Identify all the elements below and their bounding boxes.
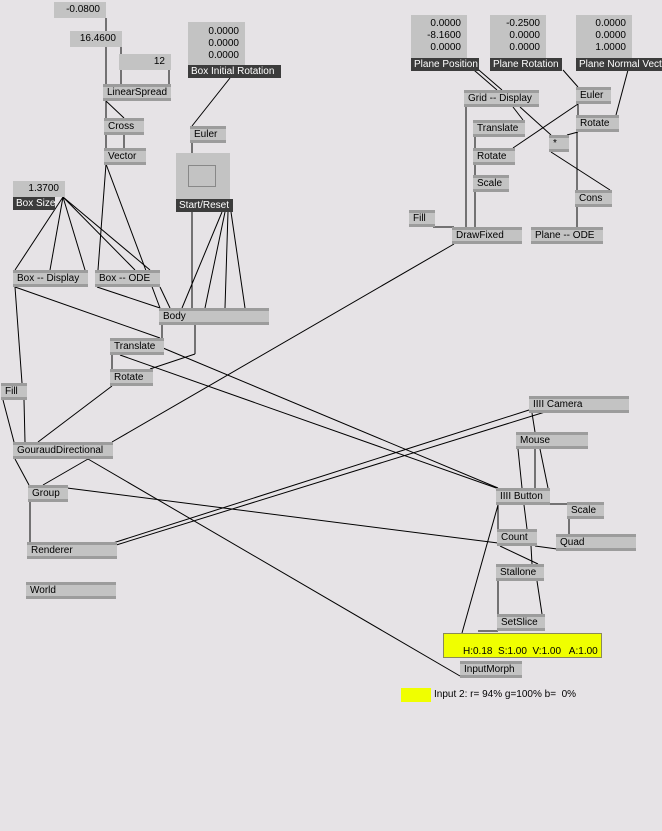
node-inputmorph[interactable]: InputMorph	[460, 661, 522, 678]
offset-iobox[interactable]: -0.0800	[54, 2, 106, 18]
node-quad[interactable]: Quad	[556, 534, 636, 551]
value: 0.0000	[595, 30, 626, 41]
node-euler-2[interactable]: Euler	[576, 87, 611, 104]
value: 0.0000	[595, 18, 626, 29]
node-body[interactable]: Body	[159, 308, 269, 325]
value: 0.0000	[208, 50, 239, 61]
box-rotation-label: Box Initial Rotation	[188, 65, 281, 78]
value: 0.0000	[208, 26, 239, 37]
value: -8.1600	[427, 30, 461, 41]
node-mouse[interactable]: Mouse	[516, 432, 588, 449]
value: 0.0000	[430, 18, 461, 29]
node-box-display[interactable]: Box -- Display	[13, 270, 88, 287]
node-vector[interactable]: Vector	[104, 148, 146, 165]
node-box-ode[interactable]: Box -- ODE	[95, 270, 160, 287]
node-plane-ode[interactable]: Plane -- ODE	[531, 227, 603, 244]
node-translate-2[interactable]: Translate	[473, 120, 525, 137]
node-renderer[interactable]: Renderer	[27, 542, 117, 559]
node-rotate[interactable]: Rotate	[110, 369, 153, 386]
node-world[interactable]: World	[26, 582, 116, 599]
count-iobox-b[interactable]: 12	[119, 54, 171, 70]
count-iobox-a[interactable]: 16.4600	[70, 31, 122, 47]
box-size-label: Box Size	[13, 197, 55, 210]
value: 0.0000	[208, 38, 239, 49]
node-fill-2[interactable]: Fill	[409, 210, 435, 227]
start-reset-button[interactable]	[176, 153, 230, 199]
node-scale[interactable]: Scale	[473, 175, 509, 192]
tooltip-color-swatch	[401, 688, 431, 702]
node-count[interactable]: Count	[497, 529, 537, 546]
button-square-icon	[188, 165, 216, 187]
node-gouraud-directional[interactable]: GouraudDirectional	[13, 442, 113, 459]
node-button[interactable]: IIII Button	[496, 488, 550, 505]
node-scale-2[interactable]: Scale	[567, 502, 604, 519]
node-cross[interactable]: Cross	[104, 118, 144, 135]
plane-rotation-label: Plane Rotation	[490, 58, 562, 71]
node-linearspread[interactable]: LinearSpread	[103, 84, 171, 101]
value: 0.0000	[509, 30, 540, 41]
value: 0.0000	[509, 42, 540, 53]
node-setslice[interactable]: SetSlice	[497, 614, 545, 631]
node-camera[interactable]: IIII Camera	[529, 396, 629, 413]
start-reset-label: Start/Reset	[176, 199, 233, 212]
value: -0.2500	[506, 18, 540, 29]
node-stallone[interactable]: Stallone	[496, 564, 544, 581]
node-euler[interactable]: Euler	[190, 126, 226, 143]
node-multiply[interactable]: *	[549, 135, 569, 152]
node-fill[interactable]: Fill	[1, 383, 27, 400]
box-size-iobox[interactable]: 1.3700	[13, 181, 65, 197]
node-translate[interactable]: Translate	[110, 338, 164, 355]
color-value: H:0.18 S:1.00 V:1.00 A:1.00	[463, 646, 598, 657]
value: 1.0000	[595, 42, 626, 53]
node-rotate-2[interactable]: Rotate	[473, 148, 515, 165]
node-rotate-3[interactable]: Rotate	[576, 115, 619, 132]
plane-position-label: Plane Position	[411, 58, 479, 71]
node-cons[interactable]: Cons	[575, 190, 612, 207]
value: 0.0000	[430, 42, 461, 53]
node-drawfixed[interactable]: DrawFixed	[452, 227, 522, 244]
node-group[interactable]: Group	[28, 485, 68, 502]
plane-normal-label: Plane Normal Vect	[576, 58, 662, 71]
color-iobox[interactable]: H:0.18 S:1.00 V:1.00 A:1.00	[443, 633, 602, 658]
tooltip-text: Input 2: r= 94% g=100% b= 0%	[434, 689, 577, 700]
node-grid-display[interactable]: Grid -- Display	[464, 90, 539, 107]
